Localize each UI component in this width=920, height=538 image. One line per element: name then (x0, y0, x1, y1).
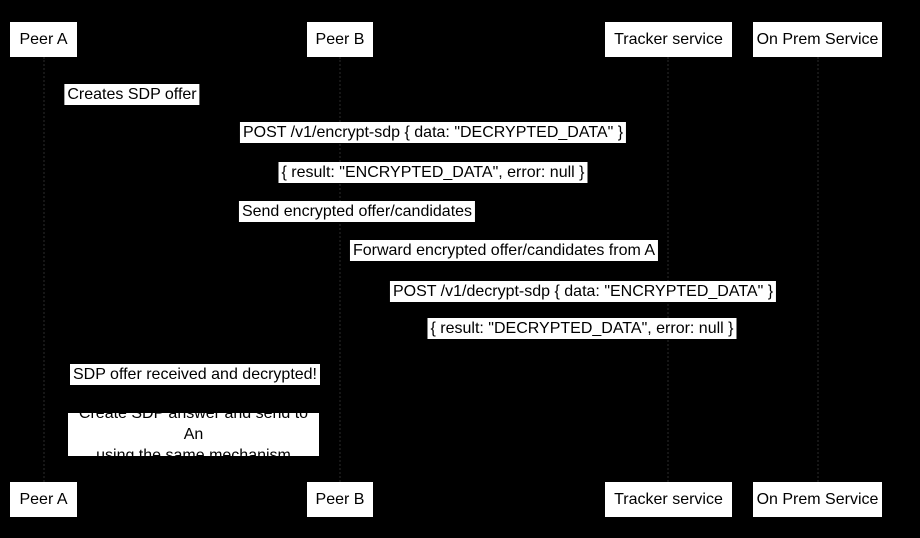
message-creates-sdp-offer: Creates SDP offer (64, 84, 200, 105)
note-create-sdp-answer: Create SDP answer and send to An using t… (68, 405, 319, 464)
note-line-2: using the same mechanism (96, 447, 291, 464)
actor-top-peer-b: Peer B (307, 22, 373, 57)
actor-top-peer-a: Peer A (10, 22, 77, 57)
actor-bottom-tracker-service: Tracker service (605, 482, 732, 517)
message-post-encrypt-sdp: POST /v1/encrypt-sdp { data: "DECRYPTED_… (239, 122, 627, 143)
message-forward-encrypted-offer: Forward encrypted offer/candidates from … (349, 240, 659, 261)
message-send-encrypted-offer: Send encrypted offer/candidates (238, 201, 476, 222)
actor-label: Peer B (315, 30, 365, 48)
actor-bottom-on-prem-service: On Prem Service (753, 482, 882, 517)
actor-label: On Prem Service (756, 30, 879, 48)
message-post-decrypt-sdp: POST /v1/decrypt-sdp { data: "ENCRYPTED_… (389, 281, 777, 302)
note-line-1: Create SDP answer and send to An (78, 405, 309, 443)
actor-label: Peer A (19, 30, 68, 48)
lifeline-on-prem-service (817, 57, 819, 482)
lifeline-peer-a (43, 57, 45, 482)
actor-top-tracker-service: Tracker service (605, 22, 732, 57)
message-result-decrypted-data: { result: "DECRYPTED_DATA", error: null … (427, 318, 737, 339)
actor-label: Tracker service (614, 490, 723, 508)
message-sdp-offer-received: SDP offer received and decrypted! (70, 364, 320, 385)
actor-label: Peer A (19, 490, 68, 508)
actor-label: Peer B (315, 490, 365, 508)
actor-bottom-peer-b: Peer B (307, 482, 373, 517)
message-result-encrypted-data: { result: "ENCRYPTED_DATA", error: null … (278, 162, 588, 183)
actor-label: Tracker service (614, 30, 723, 48)
actor-label: On Prem Service (756, 490, 879, 508)
lifeline-peer-b (339, 57, 341, 482)
lifeline-tracker-service (667, 57, 669, 482)
actor-top-on-prem-service: On Prem Service (753, 22, 882, 57)
actor-bottom-peer-a: Peer A (10, 482, 77, 517)
